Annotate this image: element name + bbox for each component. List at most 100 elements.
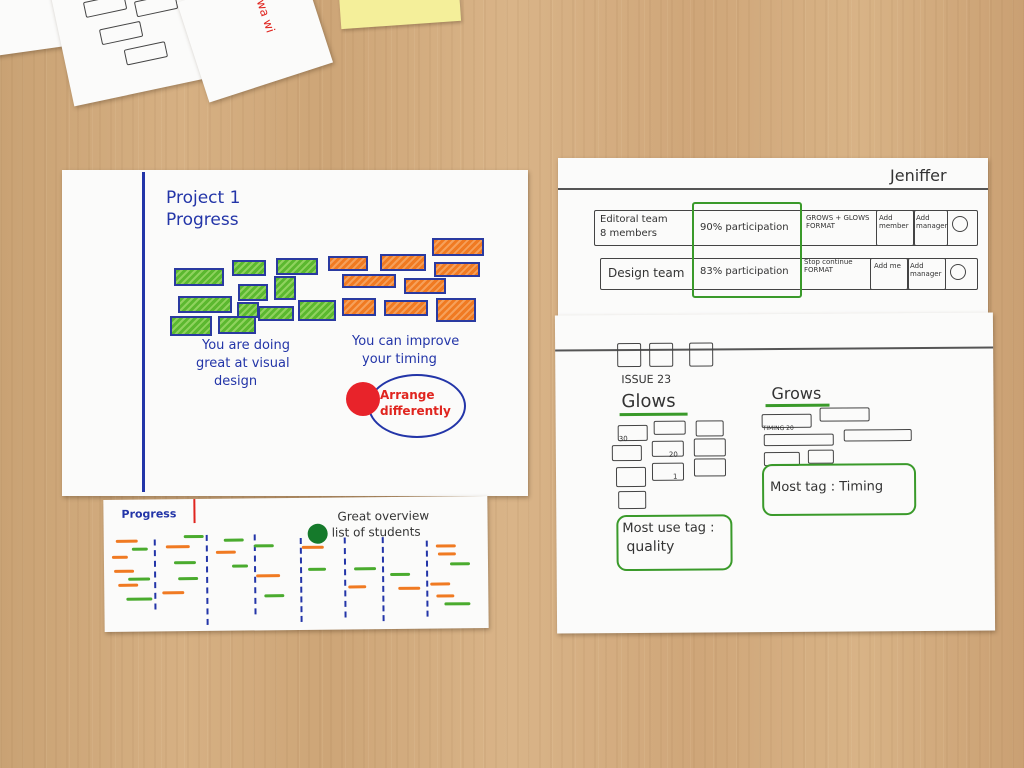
toolbar-icon[interactable] [649, 342, 674, 367]
green-mark [449, 562, 471, 566]
glow-tile[interactable] [615, 466, 647, 488]
orange-mark [301, 545, 324, 549]
card-progress-overview: Progress Great overview list of students [103, 495, 489, 633]
orange-mark [436, 594, 455, 598]
toolbar-icon[interactable] [689, 342, 714, 367]
green-mark [173, 561, 196, 565]
green-progress-block [274, 276, 296, 300]
team-name: Design team [608, 266, 685, 280]
glows-underline [619, 412, 688, 417]
card-issue: ISSUE 23 Glows Grows 30 20 1 TIMING 20 M… [554, 312, 996, 634]
add-manager-button[interactable] [914, 210, 948, 246]
green-mark [232, 564, 249, 568]
orange-progress-block [432, 238, 484, 256]
orange-mark [348, 585, 367, 589]
green-mark [223, 538, 244, 542]
team-participation: 83% participation [700, 266, 789, 277]
settings-icon[interactable] [950, 264, 966, 280]
feedback-left-2: great at visual [196, 356, 290, 371]
glow-value: 20 [668, 450, 678, 459]
team-format: Stop continue FORMAT [804, 258, 853, 274]
callout-line2: differently [380, 404, 451, 418]
orange-progress-block [380, 254, 426, 271]
margin-line [142, 172, 145, 492]
glow-tile[interactable]: 30 [617, 424, 648, 444]
sketch-box [98, 20, 144, 46]
feedback-right-2: your timing [362, 352, 437, 367]
header-line [558, 188, 988, 190]
green-progress-block [276, 258, 318, 275]
issue-label: ISSUE 23 [621, 372, 672, 387]
glow-tile[interactable] [693, 438, 726, 457]
user-name: Jeniffer [890, 166, 947, 185]
orange-mark [430, 582, 451, 586]
glow-tile[interactable] [611, 444, 642, 462]
team-format: GROWS + GLOWS FORMAT [806, 214, 870, 230]
orange-progress-block [434, 262, 480, 277]
team-participation: 90% participation [700, 222, 789, 233]
green-progress-block [232, 260, 266, 276]
toolbar-icon[interactable] [617, 342, 642, 368]
green-mark [183, 534, 204, 539]
orange-mark [398, 586, 421, 590]
timeline-divider [343, 537, 347, 618]
glow-tile[interactable]: 1 [651, 462, 685, 481]
sketch-box [123, 41, 169, 66]
settings-icon[interactable] [952, 216, 968, 232]
green-dot [307, 523, 328, 544]
green-mark [308, 567, 327, 571]
scrap-paper-3: STE wa wi [176, 0, 334, 103]
green-progress-block [258, 306, 294, 321]
glow-tile[interactable] [693, 458, 727, 477]
green-mark [253, 544, 274, 548]
current-marker-line [193, 499, 196, 524]
add-member-button[interactable] [876, 210, 914, 246]
team-row [600, 258, 978, 290]
feedback-left-1: You are doing [202, 338, 291, 353]
green-progress-block [170, 316, 212, 336]
grow-tag[interactable]: TIMING 20 [761, 413, 812, 432]
green-mark [390, 572, 411, 577]
orange-mark [162, 591, 185, 595]
green-mark [354, 567, 377, 571]
timeline-divider [425, 540, 429, 617]
green-progress-block [238, 284, 268, 301]
glow-tile[interactable] [695, 420, 724, 437]
green-mark [178, 577, 199, 581]
grows-heading: Grows [771, 383, 822, 404]
orange-mark [435, 544, 456, 548]
orange-mark [256, 574, 281, 578]
team-row [594, 210, 978, 246]
overview-title: Progress [121, 507, 177, 521]
glow-tile[interactable] [653, 420, 686, 435]
glow-value: 30 [618, 435, 628, 444]
orange-progress-block [342, 298, 376, 316]
orange-mark [165, 545, 190, 549]
timeline-divider [299, 537, 303, 622]
red-dot [346, 382, 380, 416]
timeline-divider [381, 537, 385, 622]
add-manager-button[interactable] [908, 258, 946, 290]
red-note-text: STE wa wi [245, 0, 278, 35]
glow-tile[interactable] [618, 490, 647, 510]
add-member-button[interactable] [870, 258, 908, 290]
grow-tile[interactable] [843, 429, 912, 442]
add-manager-label: Add manager [910, 262, 942, 278]
green-progress-block [178, 296, 232, 313]
orange-mark [118, 583, 139, 587]
green-mark [264, 594, 285, 598]
orange-progress-block [342, 274, 396, 288]
orange-mark [215, 550, 236, 554]
overview-note-line1: Great overview [337, 508, 430, 524]
orange-mark [114, 569, 135, 573]
green-progress-block [298, 300, 336, 321]
orange-progress-block [436, 298, 476, 322]
grow-tile[interactable] [819, 407, 870, 422]
timeline-divider [153, 539, 157, 610]
green-mark [126, 597, 153, 601]
grow-tile[interactable] [807, 449, 834, 464]
glow-tile[interactable]: 20 [651, 440, 684, 459]
orange-progress-block [328, 256, 368, 271]
grow-tile[interactable] [763, 433, 834, 447]
add-member-label: Add member [879, 214, 909, 230]
